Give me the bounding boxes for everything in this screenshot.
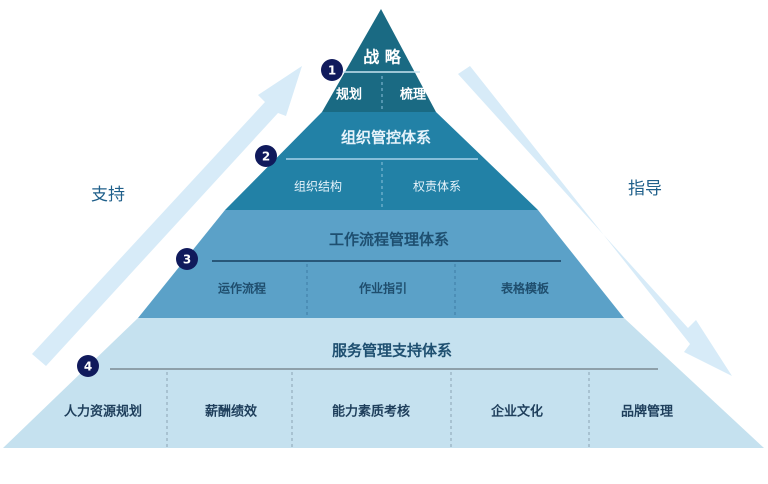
tier-2-item: 权责体系 xyxy=(413,180,461,194)
tier-2-item: 组织结构 xyxy=(294,179,342,194)
tier-1 xyxy=(322,9,436,112)
tier-4-item: 人力资源规划 xyxy=(64,404,142,420)
level-badge: 4 xyxy=(77,355,99,377)
level-number: 3 xyxy=(183,253,191,267)
tier-3 xyxy=(138,210,624,318)
level-badge: 3 xyxy=(176,248,198,270)
tier-4-item: 能力素质考核 xyxy=(332,404,410,420)
tier-1-title: 战 略 xyxy=(363,48,402,67)
support-arrow xyxy=(32,66,302,366)
level-number: 1 xyxy=(328,64,336,78)
tier-4-title: 服务管理支持体系 xyxy=(332,342,452,360)
tier-4-item: 企业文化 xyxy=(490,404,543,420)
tier-4 xyxy=(3,318,764,448)
guide-arrow xyxy=(458,66,732,376)
tier-3-title: 工作流程管理体系 xyxy=(329,231,449,249)
tier-4-item: 品牌管理 xyxy=(621,404,673,420)
tier-3-item: 运作流程 xyxy=(218,281,266,296)
tier-2-title: 组织管控体系 xyxy=(341,129,431,147)
tier-1-item: 规划 xyxy=(336,87,362,103)
support-label: 支持 xyxy=(91,185,125,205)
level-number: 2 xyxy=(262,150,270,164)
tier-3-item: 作业指引 xyxy=(359,281,407,296)
tier-4-item: 薪酬绩效 xyxy=(205,404,258,420)
tier-3-item: 表格模板 xyxy=(500,281,550,296)
tier-2 xyxy=(225,112,538,210)
guide-label: 指导 xyxy=(628,179,662,199)
level-badge: 1 xyxy=(321,59,343,81)
tier-1-item: 梳理 xyxy=(400,87,426,103)
level-badge: 2 xyxy=(255,145,277,167)
level-number: 4 xyxy=(84,360,92,374)
